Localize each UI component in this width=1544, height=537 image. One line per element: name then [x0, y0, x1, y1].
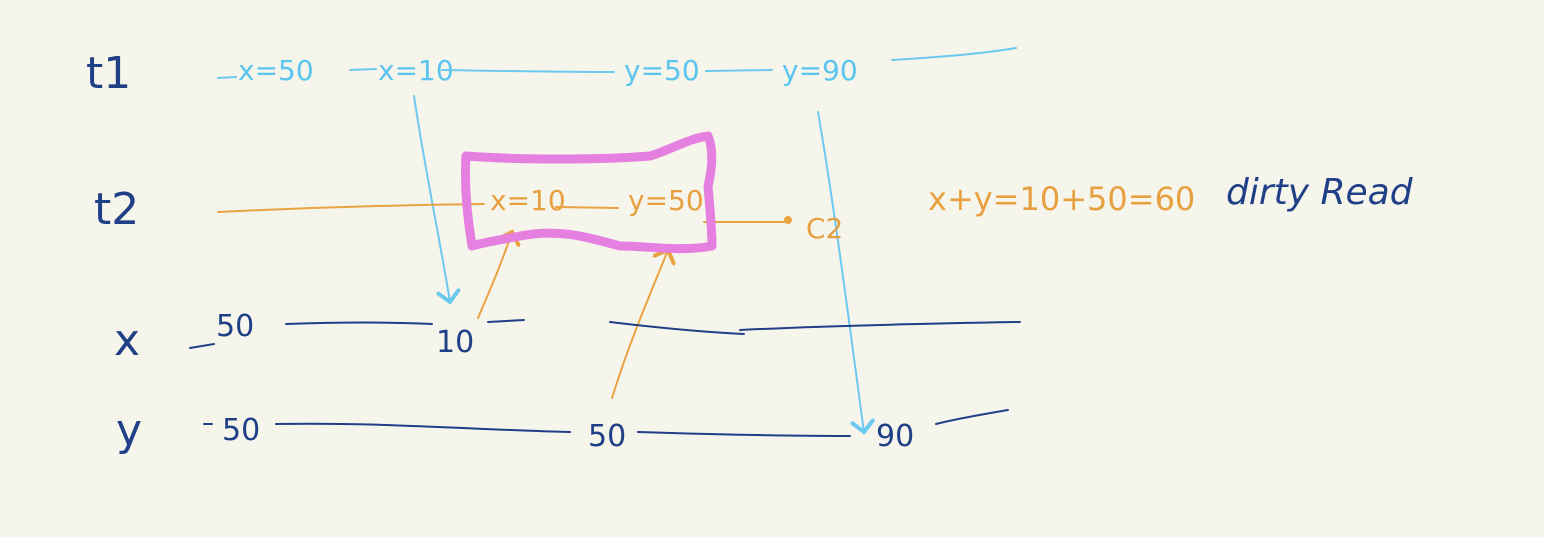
t1-op-y90: y=90	[782, 54, 858, 87]
t2-read-y-arrow	[611, 250, 668, 399]
x-timeline-seg4	[739, 321, 1021, 331]
t2-commit: C2	[806, 212, 843, 245]
y-timeline-seg3	[935, 409, 1009, 425]
t2-timeline-seg1	[217, 203, 485, 213]
x-timeline-seg1	[285, 321, 433, 325]
row-label-t1: t1	[86, 48, 131, 99]
y-value-90: 90	[876, 419, 914, 454]
t2-commit-dot	[784, 216, 792, 224]
x-value-10: 10	[436, 325, 474, 360]
t2-timeline-seg2	[555, 206, 619, 209]
t1-timeline-seg3	[441, 69, 615, 73]
y-value-50-written: 50	[588, 419, 626, 454]
t1-timeline-seg5	[891, 47, 1017, 61]
dirty-read-label: dirty Read	[1226, 172, 1414, 213]
x-timeline-seg3	[609, 321, 745, 335]
x-timeline-start	[189, 343, 215, 349]
t1-timeline-seg1	[217, 76, 237, 79]
t2-op-read-x: x=10	[490, 184, 566, 217]
t1-write-y90-arrow	[817, 111, 864, 432]
dirty-read-highlight-box	[460, 131, 717, 254]
row-label-y: y	[116, 405, 142, 456]
x-timeline-seg2	[487, 319, 525, 323]
t1-timeline-seg2	[349, 68, 377, 71]
y-timeline-seg1	[275, 422, 571, 433]
t1-op-x50: x=50	[238, 54, 314, 87]
y-timeline-seg2	[637, 431, 851, 437]
t2-op-read-y: y=50	[628, 184, 704, 217]
t1-write-x10-arrow	[413, 95, 450, 302]
row-label-t2: t2	[94, 184, 139, 235]
x-value-50: 50	[216, 309, 254, 344]
y-value-50-initial: 50	[222, 413, 260, 448]
dirty-sum-note: x+y=10+50=60	[928, 180, 1195, 218]
row-label-x: x	[114, 315, 140, 366]
t1-op-y50: y=50	[624, 54, 700, 87]
t1-op-x10: x=10	[378, 54, 454, 87]
t1-timeline-seg4	[705, 69, 773, 72]
